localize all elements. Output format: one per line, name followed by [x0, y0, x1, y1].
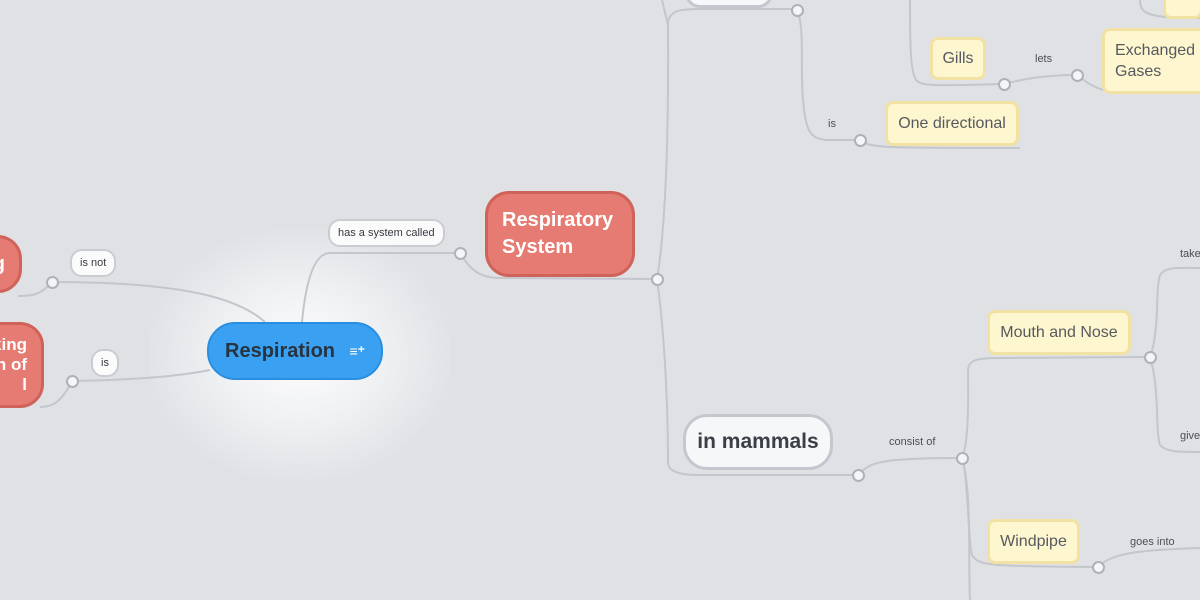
- leaf-label: Mouth and Nose: [1000, 324, 1118, 341]
- relation-has-system-called[interactable]: has a system called: [328, 219, 445, 247]
- connector-dot[interactable]: [956, 452, 969, 465]
- leaf-label: Windpipe: [1000, 533, 1067, 550]
- leaf-node-exchanged-gases[interactable]: Exchanged Gases: [1102, 28, 1200, 94]
- subtopic-label: in mammals: [697, 430, 819, 453]
- topic-node-cropped[interactable]: [685, 0, 773, 8]
- relation-label-consist-of[interactable]: consist of: [889, 436, 936, 448]
- topic-label: king n of l: [0, 335, 27, 394]
- relation-label: has a system called: [338, 227, 435, 239]
- connector-dot[interactable]: [852, 469, 865, 482]
- leaf-label: Exchanged Gases: [1115, 42, 1196, 80]
- topic-node-respiratory-system[interactable]: Respiratory System: [485, 191, 635, 277]
- connector-dot[interactable]: [791, 4, 804, 17]
- leaf-node-cropped[interactable]: [1163, 0, 1200, 19]
- connector-dot[interactable]: [1092, 561, 1105, 574]
- leaf-node-one-directional[interactable]: One directional: [885, 101, 1019, 146]
- relation-label: is not: [80, 257, 107, 269]
- connector-dot[interactable]: [454, 247, 467, 260]
- relation-is[interactable]: is: [91, 349, 119, 377]
- root-label: Respiration: [225, 339, 336, 362]
- leaf-node-gills[interactable]: Gills: [930, 37, 986, 80]
- relation-label-lets[interactable]: lets: [1035, 53, 1053, 65]
- topic-label: g: [0, 251, 5, 278]
- notes-icon[interactable]: ≡⁺: [349, 342, 365, 359]
- relation-label-give[interactable]: give: [1180, 430, 1200, 442]
- leaf-label: Gills: [942, 50, 974, 67]
- relation-is-not[interactable]: is not: [70, 249, 117, 277]
- leaf-node-mouth-and-nose[interactable]: Mouth and Nose: [987, 310, 1131, 355]
- relation-label-goes-into[interactable]: goes into: [1130, 536, 1175, 548]
- connector-dot[interactable]: [854, 134, 867, 147]
- connector-dot[interactable]: [998, 78, 1011, 91]
- topic-node-taking[interactable]: king n of l: [0, 322, 44, 408]
- connector-dot[interactable]: [1144, 351, 1157, 364]
- connector-dot[interactable]: [46, 276, 59, 289]
- connector-dot[interactable]: [651, 273, 664, 286]
- relation-label: is: [101, 357, 109, 369]
- topic-label: Respiratory System: [502, 209, 614, 258]
- root-node-respiration[interactable]: Respiration ≡⁺: [207, 322, 383, 380]
- leaf-label: One directional: [898, 115, 1006, 132]
- leaf-node-windpipe[interactable]: Windpipe: [987, 519, 1080, 564]
- relation-label-is[interactable]: is: [828, 118, 836, 130]
- subtopic-node-in-mammals[interactable]: in mammals: [683, 414, 833, 470]
- relation-label-take[interactable]: take: [1180, 248, 1200, 260]
- connector-dot[interactable]: [66, 375, 79, 388]
- connector-dot[interactable]: [1071, 69, 1084, 82]
